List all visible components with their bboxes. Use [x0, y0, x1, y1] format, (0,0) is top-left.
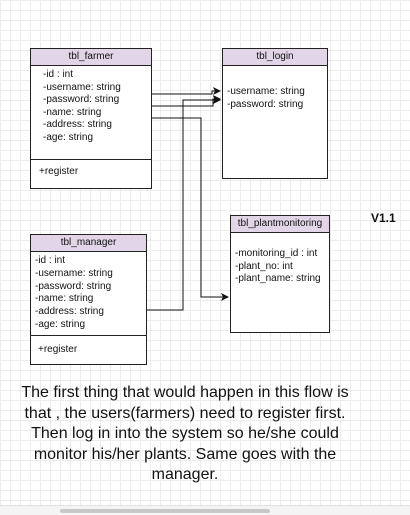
attribute-monitoring-id: -monitoring_id : int: [235, 248, 318, 259]
attribute-password: -password: string: [35, 280, 112, 292]
class-title: tbl_manager: [31, 235, 146, 252]
attribute-age: -age: string: [35, 318, 86, 330]
attribute-address: -address: string: [43, 119, 112, 130]
version-label: V1.1: [371, 211, 396, 225]
class-tbl-manager[interactable]: tbl_manager -id : int -username: string …: [30, 234, 147, 365]
class-tbl-farmer[interactable]: tbl_farmer -id : int -username: string -…: [30, 48, 152, 189]
connector-farmer-username-to-login[interactable]: [152, 87, 221, 95]
attribute-password: -password: string: [227, 98, 304, 110]
attribute-list: -username: string -password: string: [223, 66, 327, 111]
attribute-username: -username: string: [227, 86, 305, 97]
attribute-username: -username: string: [43, 81, 121, 93]
attribute-password: -password: string: [43, 94, 120, 105]
horizontal-scrollbar[interactable]: [0, 505, 410, 515]
attribute-list: -id : int -username: string -password: s…: [31, 252, 146, 335]
attribute-list: -monitoring_id : int -plant_no: int -pla…: [231, 233, 329, 286]
class-title: tbl_farmer: [31, 49, 151, 66]
flow-description-note: The first thing that would happen in thi…: [21, 384, 349, 483]
attribute-username: -username: string: [35, 267, 113, 279]
class-tbl-login[interactable]: tbl_login -username: string -password: s…: [222, 48, 328, 179]
class-tbl-plantmonitoring[interactable]: tbl_plantmonitoring -monitoring_id : int…: [230, 215, 330, 333]
attribute-list: -id : int -username: string -password: s…: [31, 66, 151, 159]
attribute-id: -id : int: [35, 255, 66, 266]
attribute-plant-no: -plant_no: int: [235, 260, 293, 272]
connector-manager-to-login[interactable]: [147, 96, 221, 311]
connector-farmer-to-plantmonitoring[interactable]: [152, 117, 229, 301]
attribute-name: -name: string: [43, 106, 102, 118]
connector-farmer-password-to-login[interactable]: [152, 95, 221, 107]
class-title: tbl_login: [223, 49, 327, 66]
attribute-age: -age: string: [43, 131, 94, 143]
attribute-id: -id : int: [43, 69, 74, 80]
attribute-address: -address: string: [35, 306, 104, 318]
attribute-name: -name: string: [35, 293, 94, 305]
class-title: tbl_plantmonitoring: [231, 216, 329, 233]
operation-register: +register: [31, 335, 146, 356]
operation-register: +register: [31, 159, 151, 178]
attribute-plant-name: -plant_name: string: [235, 273, 321, 284]
scrollbar-thumb[interactable]: [60, 509, 270, 513]
